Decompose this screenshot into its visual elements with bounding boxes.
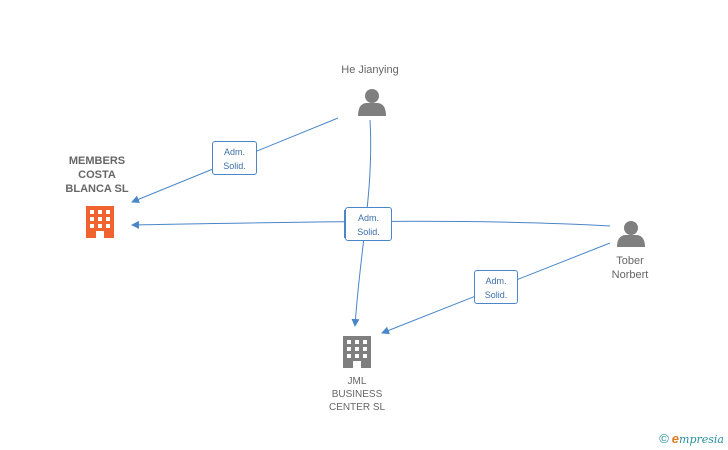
person-icon[interactable]: [617, 221, 645, 247]
person-label-he-jianying[interactable]: He Jianying: [341, 64, 399, 76]
person-icon[interactable]: [358, 89, 386, 116]
empresia-logo: © empresia: [659, 431, 724, 446]
building-icon[interactable]: [86, 206, 114, 238]
building-icon[interactable]: [343, 336, 371, 368]
relation-badge[interactable]: Adm. Solid.: [212, 141, 257, 175]
relation-badge[interactable]: Adm. Solid.: [474, 270, 518, 304]
company-label-members-costa-blanca[interactable]: MEMBERS COSTA BLANCA SL: [65, 155, 129, 195]
relation-badge[interactable]: Adm. Solid.: [345, 207, 392, 241]
copyright-icon: ©: [659, 431, 669, 446]
company-label-jml-business-center[interactable]: JML BUSINESS CENTER SL: [328, 376, 386, 413]
person-label-tober-norbert[interactable]: Tober Norbert: [611, 255, 649, 281]
